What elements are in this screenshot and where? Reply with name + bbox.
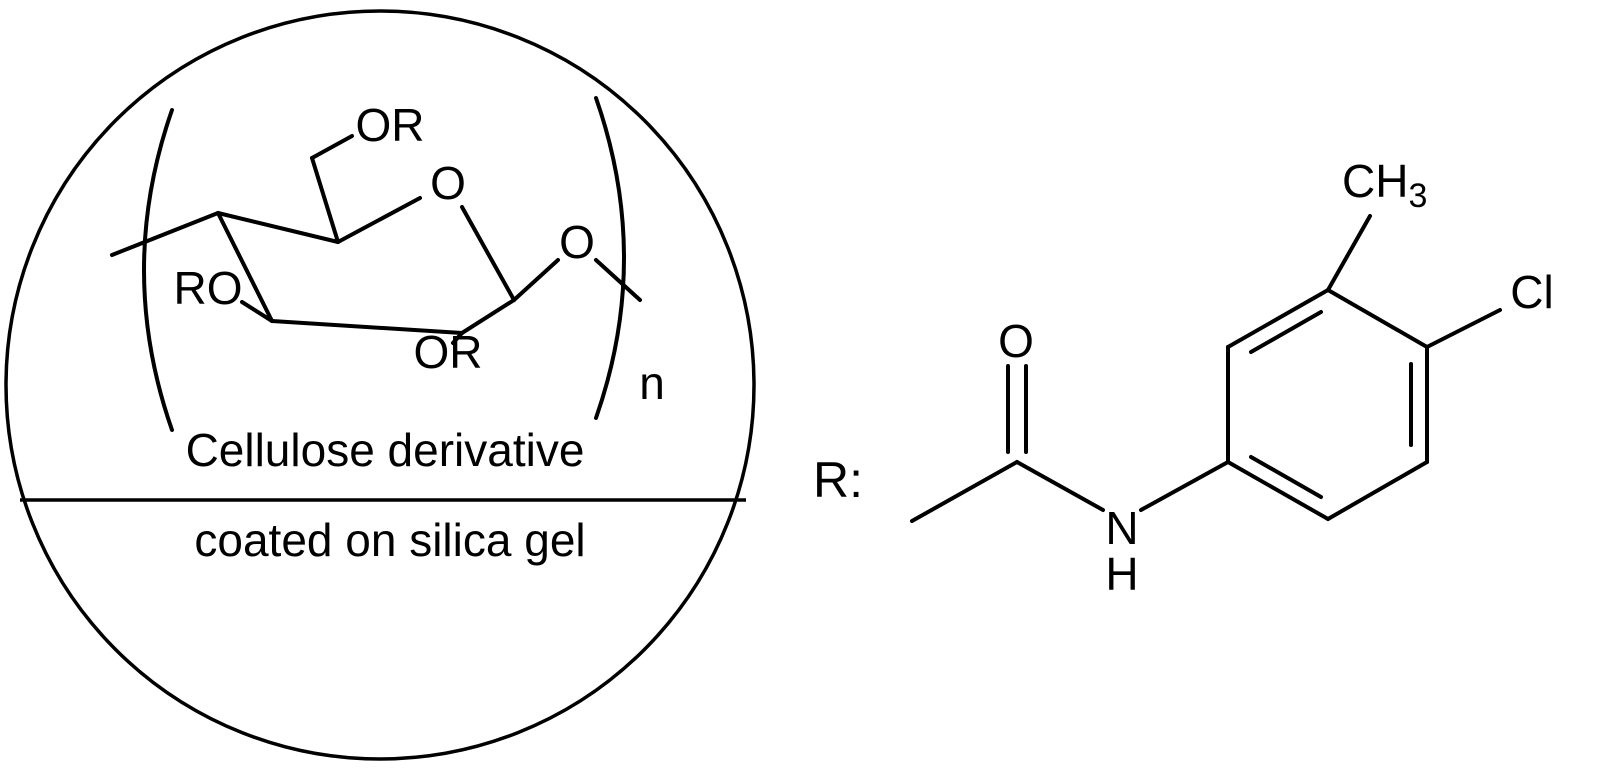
ring-edge-top-right [1326,288,1429,349]
bond-c4-c5 [216,211,340,244]
caption-coated-on-silica: coated on silica gel [194,514,585,566]
cellulose-repeat-unit: n OR O O RO OR [110,96,665,432]
repeat-index-n: n [639,357,665,409]
caption-cellulose-derivative: Cellulose derivative [186,424,585,476]
bond-c2-or-bottom [451,331,464,345]
bond-ring-chlorine [1425,308,1502,349]
amide-nitrogen-label: N [1105,502,1138,554]
ro-left-label: RO [174,262,243,314]
silica-gel-circle [4,9,756,761]
bond-chain-left [110,211,220,257]
glycosidic-oxygen-label: O [559,216,595,268]
bond-c3-c4 [216,211,274,323]
bond-c5-c6 [310,156,340,244]
bond-c5-ring-oxygen [336,196,422,244]
ring-edge-top-left [1226,288,1330,349]
bond-c3-ro [240,300,274,323]
left-parenthesis [142,108,174,432]
or-bottom-label: OR [414,326,483,378]
methyl-label-base: CH [1342,155,1408,207]
ring-edge-bottom-right [1326,460,1429,521]
right-parenthesis [594,96,626,420]
chlorine-label: Cl [1510,266,1553,318]
bond-ring-oxygen-c1 [460,205,516,302]
bond-c2-c3 [270,319,464,335]
silica-bead-group: Cellulose derivative coated on silica ge… [4,9,756,761]
bond-carbonyl-nitrogen [1015,460,1105,512]
bond-glycosidic-oxygen-chain [594,258,642,302]
amide-hydrogen-label: H [1105,548,1138,600]
methyl-label: CH3 [1342,155,1427,215]
ring-inner-double-top-left [1249,310,1323,354]
bond-ring-methyl [1326,214,1372,292]
methyl-label-subscript: 3 [1408,177,1427,215]
bond-c1-glycosidic-oxygen [512,258,560,302]
or-top-label: OR [356,99,425,151]
ring-oxygen-label: O [430,157,466,209]
ring-inner-double-bottom-left [1249,455,1323,499]
bond-nitrogen-phenyl [1139,460,1230,512]
benzene-ring [1226,288,1429,521]
bond-methyl-carbonyl [910,460,1019,523]
r-group-structure: R: O N H [813,155,1554,600]
r-definition-label: R: [813,452,863,508]
carbonyl-oxygen-label: O [998,315,1034,367]
bond-c1-c2 [460,298,516,335]
bond-c6-or-top [310,134,354,160]
ring-edge-bottom-left [1226,460,1330,521]
